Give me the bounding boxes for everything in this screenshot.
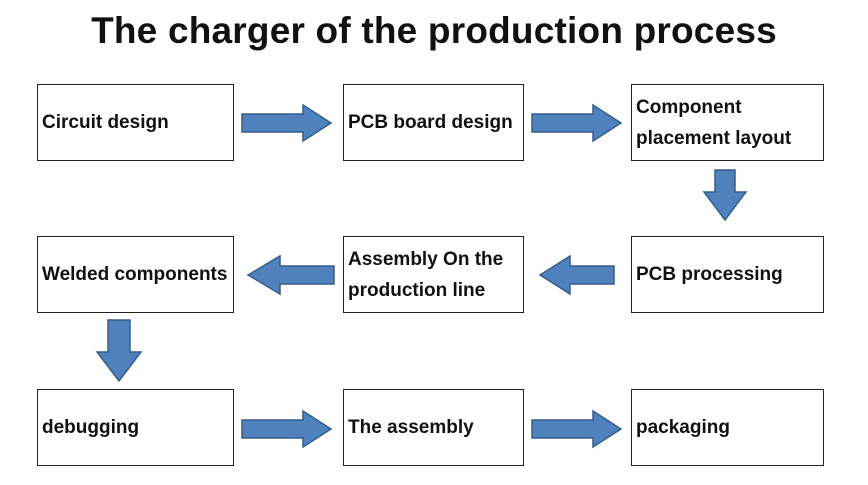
step-the-assembly: The assembly [343,389,524,466]
step-label: PCB board design [348,112,513,133]
step-component-placement-layout: Component placement layout [631,84,824,161]
step-label: Component placement layout [636,96,792,149]
step-welded-components: Welded components [37,236,234,313]
step-packaging: packaging [631,389,824,466]
arrow-right-icon [531,103,623,143]
step-assembly-production-line: Assembly On the production line [343,236,524,313]
step-label: Welded components [42,264,228,285]
step-circuit-design: Circuit design [37,84,234,161]
step-pcb-board-design: PCB board design [343,84,524,161]
arrow-left-icon [538,254,615,296]
step-label: Circuit design [42,112,169,133]
diagram-title: The charger of the production process [91,10,777,51]
arrow-down-icon [702,169,748,222]
step-label: Assembly On the production line [348,248,504,301]
step-debugging: debugging [37,389,234,466]
step-label: The assembly [348,417,474,438]
step-label: packaging [636,417,730,438]
arrow-left-icon [246,254,335,296]
arrow-right-icon [241,103,333,143]
arrow-down-icon [95,319,143,383]
step-pcb-processing: PCB processing [631,236,824,313]
step-label: debugging [42,417,140,438]
arrow-right-icon [241,409,333,449]
step-label: PCB processing [636,264,783,285]
arrow-right-icon [531,409,623,449]
